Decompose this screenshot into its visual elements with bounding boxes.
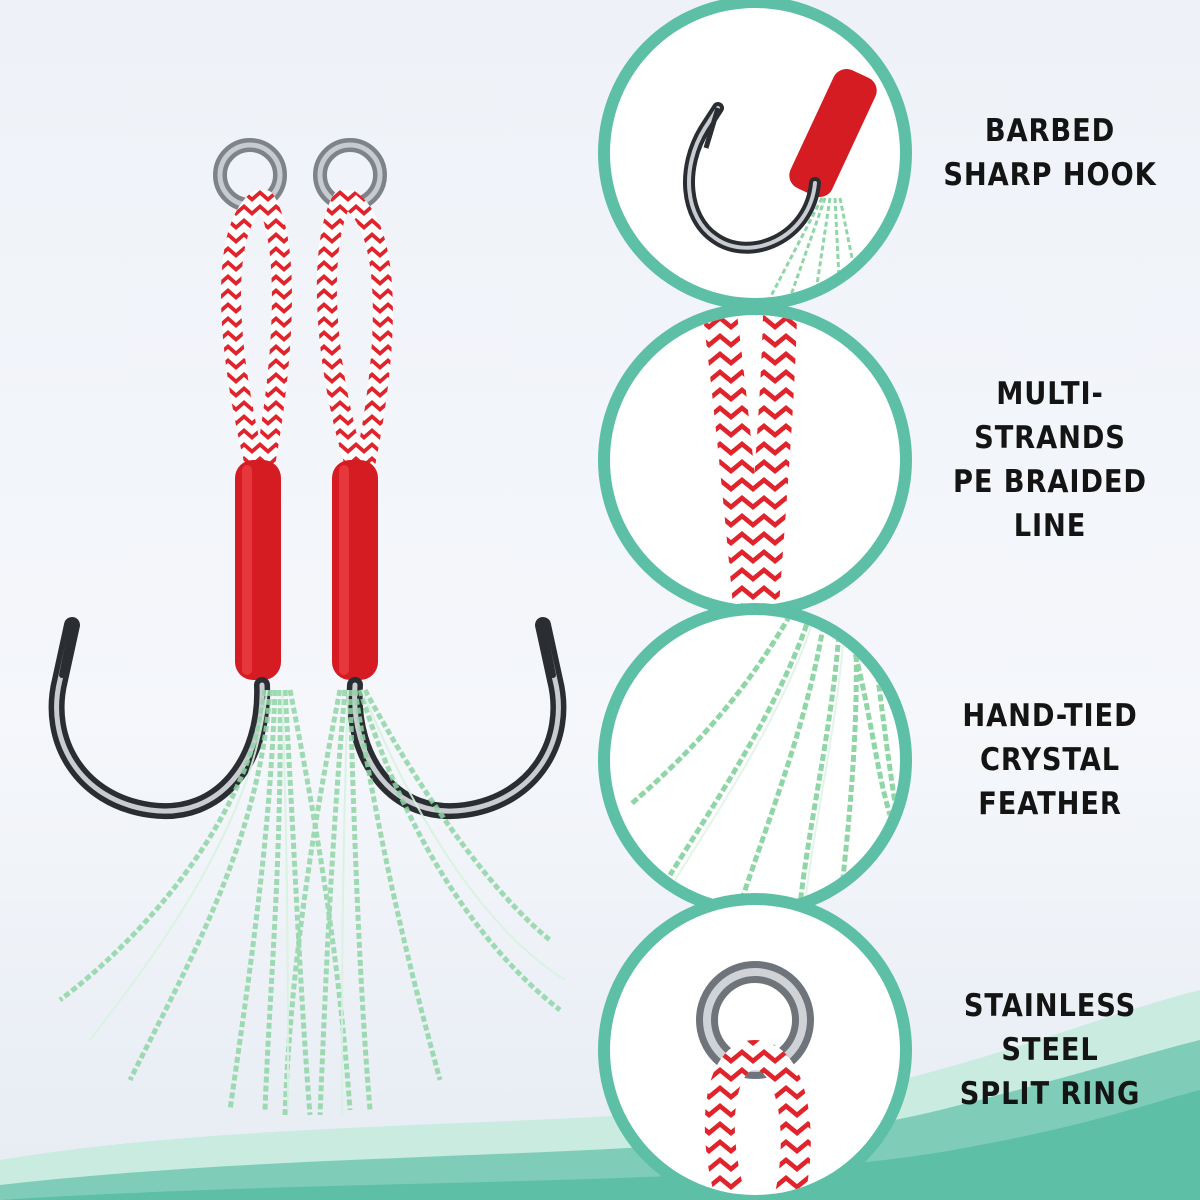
- feature-circle: [610, 905, 900, 1195]
- feather-icon: [58, 688, 562, 1116]
- feature-label: BARBED SHARP HOOK: [927, 8, 1173, 298]
- hook-icon: [48, 617, 567, 820]
- feature-title-line2: FEATHER: [978, 786, 1122, 822]
- feature-title-line2: PE BRAIDED LINE: [953, 464, 1147, 544]
- feature-title-line1: STAINLESS STEEL: [963, 988, 1137, 1068]
- feature-callout-barbed-hook: BARBED SHARP HOOK: [610, 8, 1190, 298]
- hook-icon: [683, 68, 877, 298]
- feature-callout-crystal-feather: HAND-TIED CRYSTAL FEATHER: [610, 615, 1190, 905]
- braided-line-icon: [221, 190, 393, 475]
- feature-title-line2: SHARP HOOK: [943, 157, 1157, 193]
- feature-title-line1: BARBED: [984, 113, 1116, 149]
- feature-title-line1: MULTI-STRANDS: [974, 376, 1126, 456]
- feature-callout-split-ring: STAINLESS STEEL SPLIT RING: [610, 905, 1190, 1195]
- feature-icon: [628, 615, 900, 905]
- feature-label: STAINLESS STEEL SPLIT RING: [927, 905, 1173, 1195]
- feature-circle: [610, 615, 900, 905]
- thread-wrap: [235, 460, 378, 680]
- feature-callout-braided-line: MULTI-STRANDS PE BRAIDED LINE: [610, 315, 1190, 605]
- feature-title-line1: HAND-TIED CRYSTAL: [962, 698, 1138, 778]
- braided-line-icon: [703, 315, 797, 605]
- feature-circle: [610, 8, 900, 298]
- teal-wave-decoration: [0, 990, 1200, 1200]
- split-ring-icon: [696, 961, 814, 1195]
- feature-label: MULTI-STRANDS PE BRAIDED LINE: [927, 315, 1173, 605]
- feature-circle: [610, 315, 900, 605]
- feature-title-line2: SPLIT RING: [959, 1076, 1141, 1112]
- assist-hooks-product-image: [48, 138, 567, 1116]
- feature-label: HAND-TIED CRYSTAL FEATHER: [927, 615, 1173, 905]
